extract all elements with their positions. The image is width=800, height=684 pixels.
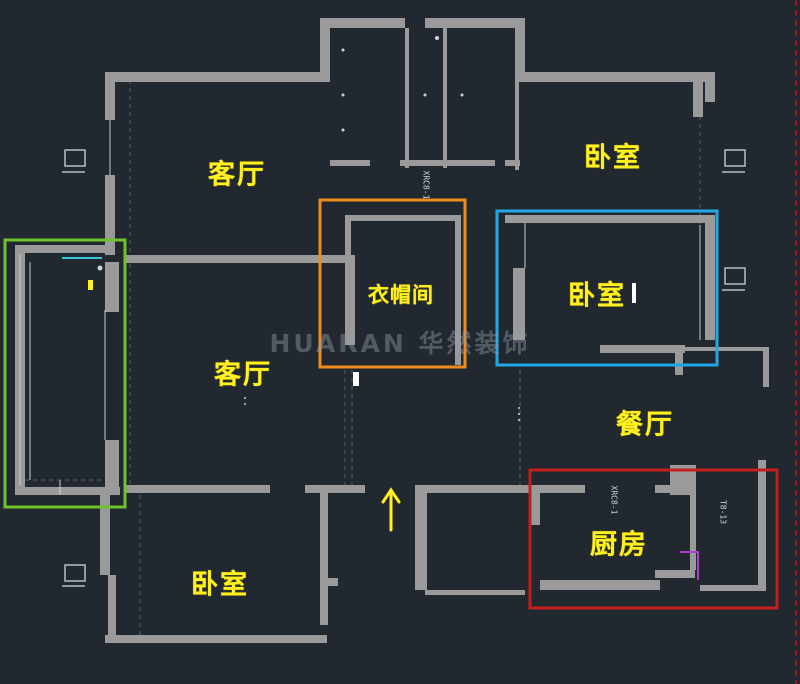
wall bbox=[515, 72, 715, 82]
wall bbox=[345, 255, 355, 345]
room-label-living-main: 客厅 bbox=[214, 359, 272, 391]
wall bbox=[600, 345, 685, 353]
wall bbox=[758, 460, 766, 590]
wall bbox=[108, 575, 116, 643]
window-lines bbox=[19, 120, 701, 495]
wall bbox=[320, 18, 330, 80]
wall bbox=[320, 485, 328, 625]
wall bbox=[345, 215, 455, 221]
wall bbox=[125, 255, 350, 263]
room-label-bedroom-top-right: 卧室 bbox=[584, 142, 642, 174]
room-label-living-upper: 客厅 bbox=[208, 159, 266, 191]
wall bbox=[320, 18, 405, 28]
dimension-label: XRC8-1 bbox=[421, 170, 431, 200]
room-label-cloakroom: 衣帽间 bbox=[368, 283, 434, 307]
dimension-label: XRC8-1 bbox=[609, 485, 619, 515]
wall bbox=[125, 485, 270, 493]
wall bbox=[705, 215, 715, 340]
wall bbox=[505, 215, 710, 223]
room-label-dining: 餐厅 bbox=[616, 409, 674, 441]
wall bbox=[330, 160, 370, 166]
highlight-box-cloakroom bbox=[318, 198, 467, 369]
wall bbox=[345, 215, 351, 265]
wall bbox=[530, 485, 540, 525]
wall bbox=[105, 72, 115, 120]
wall bbox=[690, 490, 696, 570]
wall bbox=[515, 80, 519, 170]
wall bbox=[683, 347, 765, 351]
highlight-box-bedroom bbox=[495, 209, 719, 367]
wall bbox=[540, 580, 660, 590]
room-label-bedroom-mid-right: 卧室 bbox=[568, 280, 626, 312]
wall bbox=[455, 215, 461, 365]
wall bbox=[425, 590, 525, 595]
highlight-box-balcony bbox=[3, 238, 127, 509]
room-label-kitchen: 厨房 bbox=[590, 529, 648, 561]
small-dots bbox=[97, 36, 520, 421]
wall bbox=[15, 487, 120, 495]
drain-marker bbox=[680, 551, 699, 580]
marker bbox=[632, 283, 636, 303]
wall bbox=[763, 347, 769, 387]
wall bbox=[100, 495, 110, 575]
wall bbox=[105, 262, 119, 312]
wall bbox=[105, 635, 327, 643]
marker bbox=[353, 372, 359, 386]
wall bbox=[425, 18, 525, 28]
wall bbox=[400, 160, 495, 166]
wall bbox=[513, 268, 525, 340]
wall bbox=[515, 18, 525, 80]
highlight-box-kitchen bbox=[528, 468, 779, 610]
wall bbox=[700, 585, 766, 591]
wall bbox=[105, 440, 119, 495]
marker bbox=[88, 280, 93, 290]
watermark: HUARAN 华然装饰 bbox=[269, 329, 531, 358]
wall bbox=[105, 175, 115, 255]
wall bbox=[305, 485, 365, 493]
wall bbox=[415, 485, 585, 493]
wall bbox=[405, 28, 409, 168]
walls bbox=[15, 18, 769, 643]
dimension-label: T8-13 bbox=[718, 499, 728, 525]
wall bbox=[705, 72, 715, 102]
wall bbox=[443, 28, 447, 168]
wall bbox=[15, 245, 115, 253]
room-label-bedroom-bottom-left: 卧室 bbox=[191, 569, 249, 601]
wall bbox=[505, 160, 520, 166]
up-arrow-icon bbox=[381, 487, 401, 532]
wall bbox=[320, 578, 338, 586]
wall bbox=[693, 72, 703, 117]
outdoor-unit-icon bbox=[62, 149, 746, 587]
wall bbox=[655, 570, 695, 578]
wall bbox=[415, 485, 427, 590]
wall bbox=[105, 72, 330, 82]
wall bbox=[675, 345, 683, 375]
